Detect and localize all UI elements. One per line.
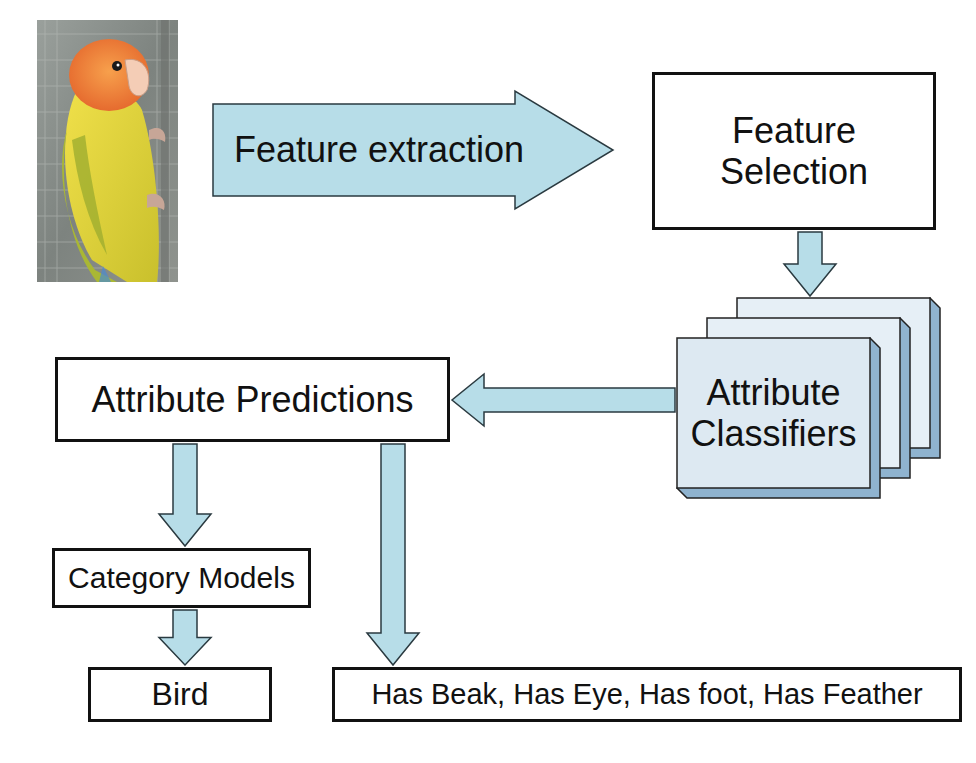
- process-box: Category Models: [52, 548, 311, 608]
- node-label: Has Beak, Has Eye, Has foot, Has Feather: [371, 678, 922, 711]
- block-arrow: [367, 444, 419, 665]
- block-arrow: [784, 232, 836, 296]
- output-box: Has Beak, Has Eye, Has foot, Has Feather: [332, 667, 962, 722]
- box-face: [677, 338, 870, 488]
- node-label: Feature Selection: [679, 110, 909, 193]
- arrow-outline: [213, 91, 613, 209]
- node-label: Category Models: [68, 561, 295, 596]
- node-label: Attribute Predictions: [91, 379, 413, 420]
- process-box: Feature Selection: [652, 72, 936, 230]
- block-arrow: [159, 444, 211, 546]
- block-arrow: [452, 374, 675, 426]
- block-arrow: [159, 610, 211, 665]
- classifier-stack: Attribute Classifiers: [677, 298, 941, 498]
- process-box: Attribute Predictions: [55, 357, 450, 442]
- process-arrow: Feature extraction: [212, 90, 615, 210]
- arrow-text-area: Feature extraction: [212, 104, 524, 196]
- node-label: Feature extraction: [234, 129, 524, 170]
- parrot-photo: [37, 20, 178, 282]
- node-label: Bird: [152, 676, 209, 713]
- node-label: Attribute Classifiers: [681, 372, 866, 455]
- output-box: Bird: [88, 667, 272, 722]
- box-depth: [677, 338, 880, 498]
- stack-front-face: Attribute Classifiers: [677, 338, 870, 488]
